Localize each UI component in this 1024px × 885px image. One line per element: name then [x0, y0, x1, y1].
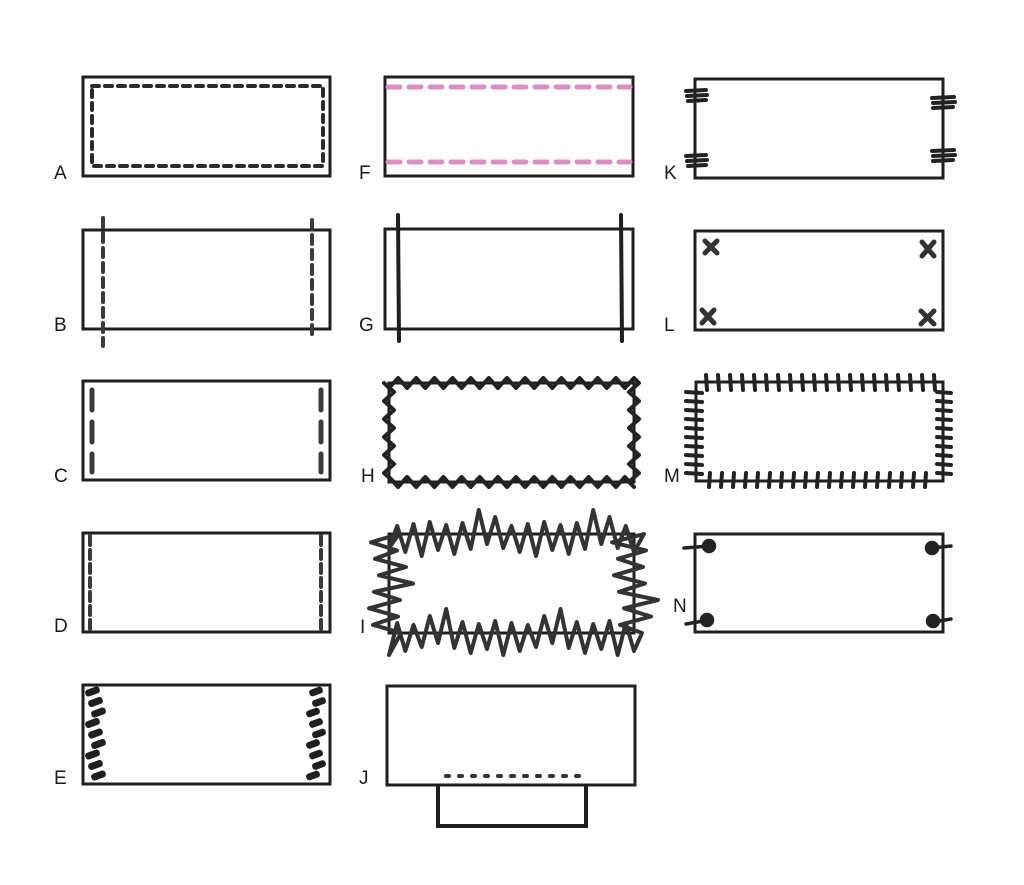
panel-k: K — [664, 77, 957, 184]
panel-j: J — [359, 684, 637, 828]
panel-e: E — [54, 683, 332, 789]
panel-g-right-line — [619, 213, 624, 343]
panel-h-zigzag — [382, 376, 641, 489]
panel-j-strip — [436, 785, 588, 828]
panel-d-box — [81, 531, 332, 634]
panel-i: I — [360, 508, 660, 657]
panel-d: D — [54, 531, 332, 637]
panel-b-label: B — [54, 315, 67, 336]
panel-k-label: K — [664, 163, 677, 184]
panel-c-label: C — [54, 466, 68, 487]
panel-k-box — [693, 77, 945, 180]
panel-j-box — [385, 684, 637, 787]
panel-e-box — [81, 683, 332, 786]
panel-a: A — [54, 75, 332, 184]
panel-n-label: N — [673, 596, 687, 617]
panel-e-dense-stitches — [85, 686, 326, 781]
panel-f-box — [383, 75, 635, 178]
panel-c: C — [54, 379, 332, 487]
panel-n: N — [673, 532, 953, 634]
panel-g: G — [359, 213, 635, 343]
panel-i-box — [387, 532, 636, 635]
panel-b: B — [54, 216, 332, 348]
panel-n-box — [693, 532, 945, 634]
panel-d-label: D — [54, 616, 68, 637]
panel-h: H — [361, 376, 641, 489]
panel-a-label: A — [54, 163, 67, 184]
panel-m: M — [664, 373, 953, 489]
panel-l-box — [693, 229, 945, 332]
panel-m-label: M — [664, 466, 680, 487]
panel-l-x-tacks — [699, 238, 937, 327]
panel-n-dot-tacks — [682, 538, 953, 629]
panel-l-label: L — [664, 315, 675, 336]
panel-f: F — [359, 75, 635, 184]
panel-f-label: F — [359, 163, 371, 184]
panel-h-label: H — [361, 466, 375, 487]
panel-h-box — [387, 381, 636, 484]
panel-i-label: I — [360, 617, 365, 638]
panel-g-left-line — [396, 213, 401, 343]
panel-a-running-stitch — [90, 84, 325, 168]
panel-k-tacks — [684, 88, 957, 168]
panel-j-label: J — [359, 768, 369, 789]
panel-e-label: E — [54, 768, 67, 789]
panel-a-box — [81, 75, 332, 178]
panel-g-box — [383, 227, 635, 331]
panel-g-label: G — [359, 315, 374, 336]
panel-l: L — [664, 229, 945, 336]
panel-i-wild-zigzag — [367, 508, 660, 657]
panel-c-box — [81, 379, 332, 482]
panel-b-box — [81, 228, 332, 331]
panel-m-whipstitch — [684, 373, 953, 489]
panel-m-box — [694, 380, 945, 483]
